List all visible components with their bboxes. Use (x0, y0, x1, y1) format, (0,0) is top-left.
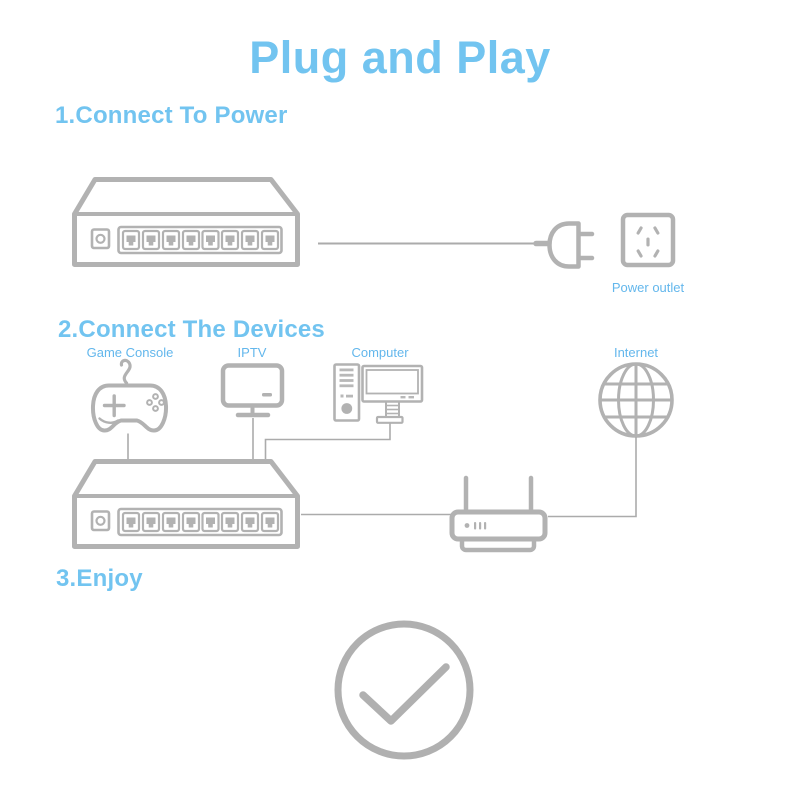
step2-heading: 2.Connect The Devices (58, 316, 325, 343)
wifi-router-icon (449, 475, 548, 553)
internet-globe-icon (598, 362, 674, 438)
internet-label: Internet (613, 345, 659, 360)
network-switch-icon (75, 180, 298, 265)
checkmark-circle-icon (334, 620, 474, 760)
power-plug-icon (533, 221, 595, 269)
iptv-label: IPTV (237, 345, 267, 360)
computer-icon (333, 363, 424, 424)
power-outlet-icon (620, 212, 676, 268)
network-switch-icon (75, 462, 298, 547)
game-console-label: Game Console (86, 345, 174, 360)
game-console-icon (90, 358, 169, 433)
page-title: Plug and Play (249, 32, 551, 83)
step1-heading: 1.Connect To Power (55, 102, 288, 129)
step3-heading: 3.Enjoy (56, 565, 143, 592)
computer-label: Computer (351, 345, 409, 360)
device-cable-lines (127, 418, 637, 518)
iptv-icon (220, 363, 285, 418)
power-outlet-label: Power outlet (611, 280, 685, 295)
